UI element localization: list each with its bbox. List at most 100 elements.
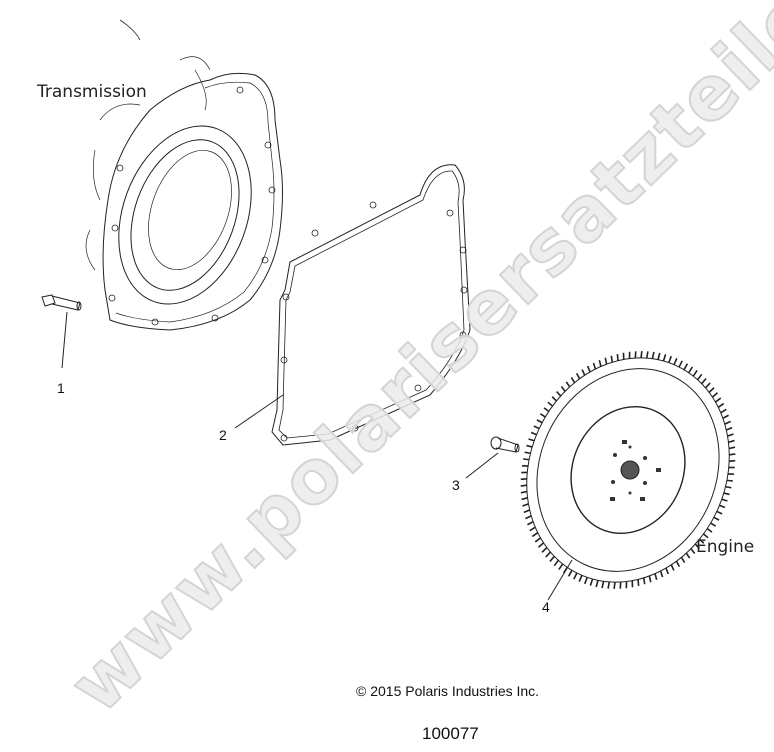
gear-tooth: [547, 401, 554, 407]
gear-tooth: [521, 496, 528, 501]
gear-tooth: [720, 408, 727, 414]
gear-tooth: [556, 390, 562, 397]
engine-label: Engine: [696, 537, 755, 557]
gear-tooth: [637, 579, 640, 587]
gear-tooth: [694, 543, 700, 550]
callout-3: 3: [452, 477, 460, 493]
gear-tooth: [685, 552, 691, 559]
gear-tooth: [721, 498, 728, 502]
gear-tooth: [522, 503, 529, 507]
transmission-label: Transmission: [37, 82, 147, 102]
gear-tooth: [616, 353, 619, 361]
gear-tooth: [536, 419, 543, 424]
gear-tooth: [654, 573, 658, 581]
gear-tooth: [673, 357, 678, 365]
gear-tooth: [586, 365, 591, 373]
gear-tooth: [701, 377, 707, 385]
gear-tooth: [680, 556, 686, 563]
gear-tooth: [520, 478, 527, 481]
gear-tooth: [728, 439, 735, 444]
gear-tooth: [706, 527, 713, 533]
gear-tooth: [698, 538, 705, 544]
gear-tooth: [714, 397, 722, 403]
gear-tooth: [592, 362, 597, 370]
gear-tooth: [528, 438, 535, 442]
gear-tooth: [665, 567, 670, 575]
gear-tooth: [640, 351, 643, 358]
gear-tooth: [527, 520, 534, 526]
gasket-2-icon: [234, 164, 471, 446]
gear-tooth: [716, 510, 723, 515]
callout-4: 4: [542, 599, 550, 615]
transmission-housing-icon: [85, 19, 283, 331]
bolt-3-icon: [465, 436, 520, 479]
gear-tooth: [729, 459, 736, 462]
gear-tooth: [717, 402, 725, 408]
gear-tooth: [659, 570, 664, 578]
gear-tooth: [560, 386, 566, 392]
gear-tooth: [562, 566, 568, 574]
gear-tooth: [692, 369, 698, 377]
gear-tooth: [531, 532, 539, 538]
gear-tooth: [534, 537, 542, 543]
gear-tooth: [710, 522, 717, 527]
gear-tooth: [523, 509, 531, 514]
gear-tooth: [570, 377, 576, 384]
gear-tooth: [708, 387, 715, 393]
gear-tooth: [713, 516, 720, 521]
gear-tooth: [657, 352, 661, 360]
gear-tooth: [725, 485, 732, 489]
gear-tooth: [726, 479, 733, 482]
gear-tooth: [729, 453, 736, 456]
gear-tooth: [539, 413, 546, 418]
bolt-1-icon: [41, 294, 82, 369]
gear-tooth: [537, 542, 545, 548]
gear-tooth: [690, 548, 696, 554]
copyright-notice: © 2015 Polaris Industries Inc.: [356, 683, 540, 699]
gear-tooth: [549, 555, 555, 563]
gear-tooth: [581, 369, 586, 376]
gear-tooth: [583, 577, 588, 585]
gear-tooth: [589, 578, 594, 586]
gear-tooth: [545, 551, 552, 558]
gear-tooth: [645, 351, 649, 359]
gear-tooth: [575, 372, 581, 380]
gear-tooth: [565, 381, 571, 388]
gear-tooth: [610, 355, 614, 363]
gear-tooth: [520, 490, 528, 494]
figure-number: 100077: [422, 724, 479, 743]
gear-tooth: [595, 580, 599, 588]
flywheel-4-icon: [520, 351, 736, 601]
gear-tooth: [727, 433, 734, 437]
gear-tooth: [520, 484, 527, 487]
gear-tooth: [567, 569, 573, 577]
gear-tooth: [523, 458, 530, 461]
gear-tooth: [678, 360, 683, 368]
gear-tooth: [675, 560, 681, 568]
gear-tooth: [551, 396, 558, 402]
gear-tooth: [529, 526, 536, 532]
gear-tooth: [558, 563, 564, 571]
gear-tooth: [670, 564, 675, 571]
gear-tooth: [724, 420, 731, 425]
gear-tooth: [601, 581, 605, 589]
gear-tooth: [533, 425, 540, 430]
gear-tooth: [662, 354, 667, 362]
gear-tooth: [607, 581, 611, 589]
gear-tooth: [725, 426, 733, 431]
gear-tooth: [711, 392, 719, 398]
gear-tooth: [719, 504, 726, 509]
gear-tooth: [604, 357, 608, 365]
gear-tooth: [541, 547, 548, 553]
gear-tooth: [704, 382, 711, 389]
gear-tooth: [530, 431, 537, 436]
gear-tooth: [728, 446, 736, 450]
gear-tooth: [683, 363, 689, 371]
gear-tooth: [525, 515, 532, 520]
gear-tooth: [526, 444, 533, 448]
gear-tooth: [613, 582, 616, 589]
gear-tooth: [668, 355, 673, 363]
gear-tooth: [553, 559, 560, 567]
